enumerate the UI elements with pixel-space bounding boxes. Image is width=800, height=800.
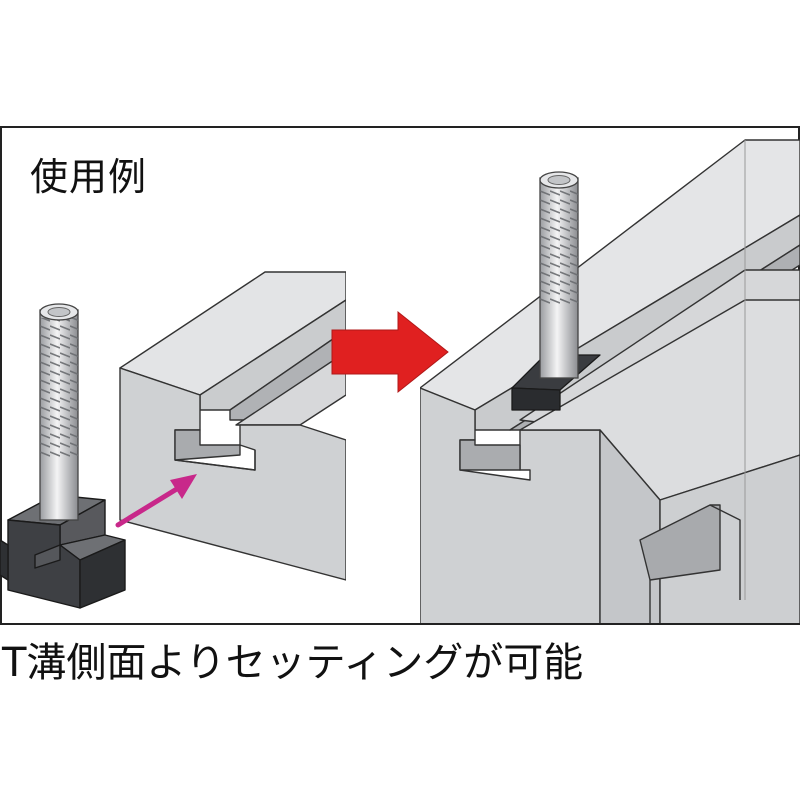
left-bolt (39, 303, 79, 521)
caption-text: T溝側面よりセッティングが可能 (2, 640, 584, 686)
diagonal-arrow-icon (115, 474, 197, 528)
left-t-slot-rail (119, 271, 346, 581)
usage-example-label: 使用例 (30, 155, 148, 199)
right-arrow-icon (331, 310, 449, 394)
right-bolt (539, 171, 579, 379)
